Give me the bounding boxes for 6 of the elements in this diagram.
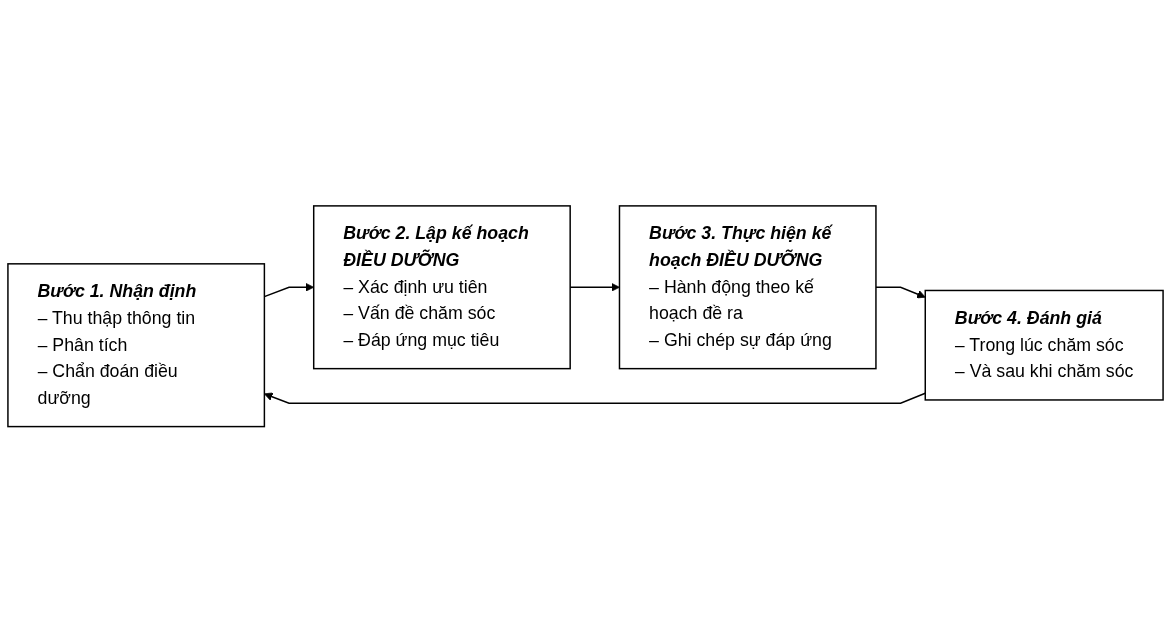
arrow [875, 286, 926, 299]
node-box: Bước 2. Lập kế hoạch ĐIỀU DƯỠNG – Xác định ưu tiên – Vấn đề chăm sóc – Đáp ứng mục tiêu [312, 204, 571, 370]
node-box: Bước 4. Đánh giá – Trong lúc chăm sóc – Và sau khi chăm sóc [924, 289, 1164, 401]
node-box: Bước 1. Nhận định – Thu thập thông tin – Phân tích – Chẩn đoán điều dưỡng [7, 262, 266, 428]
node-box: Bước 3. Thực hiện kế hoạch ĐIỀU DƯỠNG – Hành động theo kế hoạch đề ra – Ghi chép sự đáp ứng [618, 204, 877, 370]
arrow [264, 392, 926, 404]
